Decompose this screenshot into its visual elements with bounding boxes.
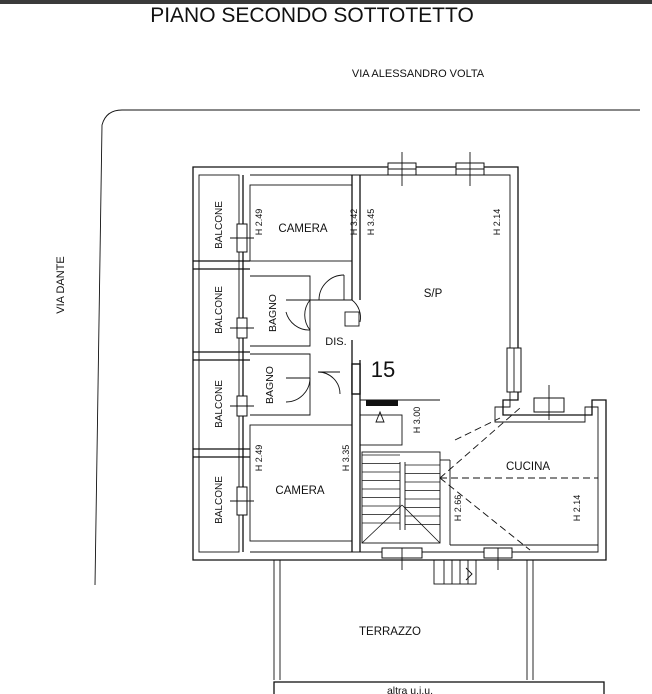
unit-number: 15: [371, 357, 395, 382]
room-camera-top: CAMERA: [278, 223, 328, 235]
top-border-bar: [0, 0, 652, 4]
height-label: H 2.49: [254, 445, 264, 472]
height-label: H 3.35: [341, 445, 351, 472]
height-label: H 2.49: [254, 209, 264, 236]
height-label: H 3.45: [366, 209, 376, 236]
stair-tread: [401, 504, 441, 544]
balcone-label-4: BALCONE: [214, 476, 225, 524]
room-cucina: CUCINA: [506, 461, 550, 473]
height-label: H 2.14: [492, 209, 502, 236]
windows: [230, 152, 565, 570]
street-label-left: VIA DANTE: [55, 256, 67, 313]
balcone-label-1: BALCONE: [214, 201, 225, 249]
room-dis: DIS.: [325, 336, 346, 348]
height-label: H 3.00: [412, 407, 422, 434]
room-altra-uiu: altra u.i.u.: [387, 685, 433, 694]
street-label-top: VIA ALESSANDRO VOLTA: [352, 68, 485, 80]
room-terrazzo: TERRAZZO: [359, 626, 421, 638]
room-camera-bottom: CAMERA: [275, 485, 325, 497]
balcone-label-3: BALCONE: [214, 380, 225, 428]
street-boundary: [94, 109, 640, 586]
plan-title: PIANO SECONDO SOTTOTETTO: [150, 4, 474, 27]
stair-tread: [361, 504, 403, 544]
room-bagno-1: BAGNO: [267, 294, 279, 332]
height-label: H 3.42: [349, 209, 359, 236]
height-label: H 2.14: [572, 495, 582, 522]
doors: [285, 274, 361, 403]
hidden-lines: [439, 407, 598, 551]
height-label: H 2.66: [453, 495, 463, 522]
room-sp: S/P: [424, 288, 443, 300]
staircase: [361, 454, 441, 544]
terrace-area: [273, 559, 605, 694]
balcone-label-2: BALCONE: [214, 286, 225, 334]
room-bagno-2: BAGNO: [264, 366, 276, 404]
